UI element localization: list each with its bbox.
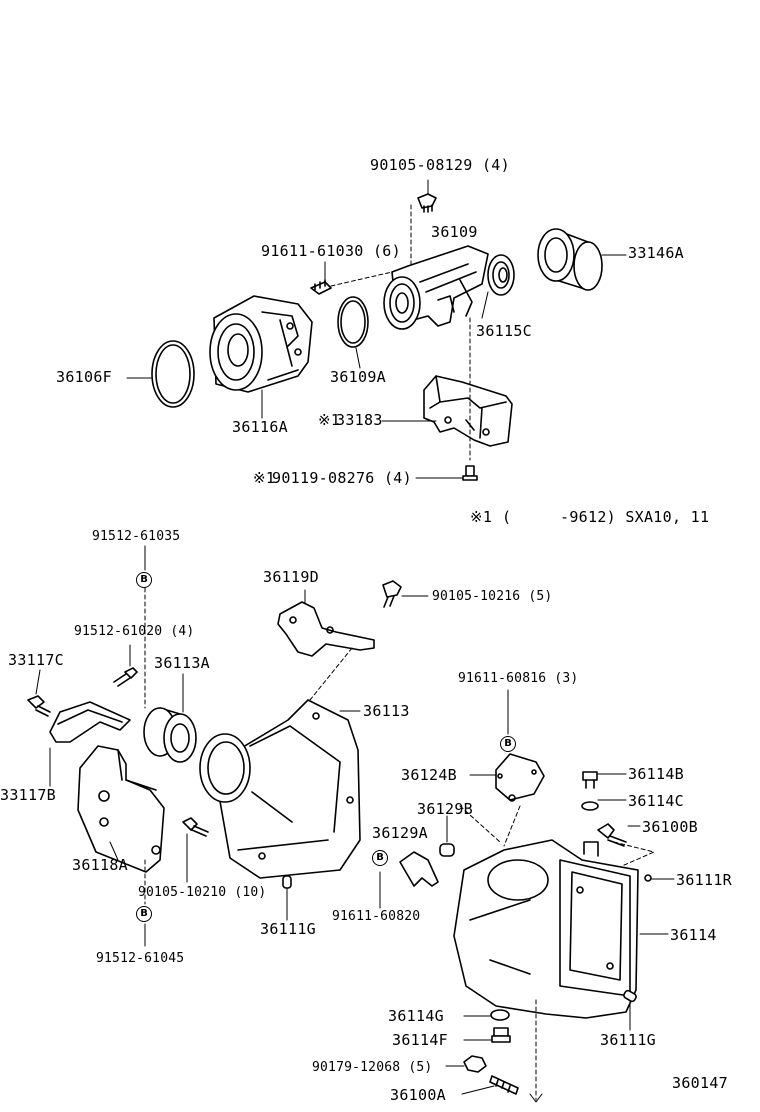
cover-36124b-icon xyxy=(496,754,544,801)
label-bracket-36118a: 36118A xyxy=(72,856,128,874)
label-bolt-91611-60820: 91611-60820 xyxy=(332,909,421,924)
label-bolt-flange: 91611-61030 (6) xyxy=(261,242,401,260)
label-bracket-mark: ※1 xyxy=(318,411,341,429)
label-housing-36109: 36109 xyxy=(431,223,478,241)
case-36114-icon xyxy=(454,840,638,1018)
label-bolt-bracket: 90119-08276 (4) xyxy=(272,469,412,487)
case-36113-icon xyxy=(200,700,360,878)
label-plug-36114b: 36114B xyxy=(628,765,684,783)
badge-b-bottom: B xyxy=(136,906,152,922)
label-bolt-90105-10216: 90105-10216 (5) xyxy=(432,589,553,604)
label-case-36114: 36114 xyxy=(670,926,717,944)
gasket-36129b-icon xyxy=(440,844,454,856)
badge-b-right: B xyxy=(500,736,516,752)
nut-90179-12068-icon xyxy=(464,1056,486,1072)
label-pin-36111g-right: 36111G xyxy=(600,1031,656,1049)
label-oring-36106f: 36106F xyxy=(56,368,112,386)
label-bolt-91512-61020: 91512-61020 (4) xyxy=(74,624,195,639)
label-bolt-90105-10210: 90105-10210 (10) xyxy=(138,885,267,900)
label-bolt-33117c: 33117C xyxy=(8,651,64,669)
drawing-number: 360147 xyxy=(672,1074,728,1092)
label-plug-36114f: 36114F xyxy=(392,1031,448,1049)
label-plate-33117b: 33117B xyxy=(0,786,56,804)
bracket-36119d-icon xyxy=(278,602,374,656)
footnote-mark: ※1 xyxy=(470,508,493,526)
label-bearing-36113a: 36113A xyxy=(154,654,210,672)
label-bolt-bracket-mark: ※1 xyxy=(253,469,276,487)
label-bracket-36119d: 36119D xyxy=(263,568,319,586)
oil-seal-36115c-icon xyxy=(488,255,514,295)
badge-b-clip: B xyxy=(372,850,388,866)
bolt-bracket-icon xyxy=(463,466,477,480)
label-cap-33146a: 33146A xyxy=(628,244,684,262)
bolt-top-icon xyxy=(418,194,436,212)
plug-36114b-icon xyxy=(583,772,597,788)
bearing-36113a-icon xyxy=(144,708,196,762)
plug-36111r-icon xyxy=(645,875,651,881)
stud-36100a-icon xyxy=(490,1076,518,1094)
label-pin-36111g-left: 36111G xyxy=(260,920,316,938)
oring-36109a-icon xyxy=(338,297,368,347)
pin-36111g-left-icon xyxy=(283,876,291,888)
label-plug-36111r: 36111R xyxy=(676,871,732,889)
label-bolt-b-bottom: 91512-61045 xyxy=(96,951,185,966)
oring-36106f-icon xyxy=(152,341,194,407)
badge-b-top: B xyxy=(136,572,152,588)
cap-33146a-icon xyxy=(538,229,602,290)
gasket-36114g-icon xyxy=(491,1010,509,1020)
label-gasket-36114g: 36114G xyxy=(388,1007,444,1025)
label-stud-36100a: 36100A xyxy=(390,1086,446,1104)
label-oil-seal-36115c: 36115C xyxy=(476,322,532,340)
extension-housing-36116a-icon xyxy=(210,296,312,392)
label-bolt-top: 90105-08129 (4) xyxy=(370,156,510,174)
bracket-36118a-icon xyxy=(78,746,164,872)
bolt-90105-10216-icon xyxy=(383,581,401,607)
label-nut-90179-12068: 90179-12068 (5) xyxy=(312,1060,433,1075)
label-bolt-91611-60816: 91611-60816 (3) xyxy=(458,671,579,686)
housing-36109-icon xyxy=(384,246,488,329)
label-bolt-b-top: 91512-61035 xyxy=(92,529,181,544)
label-gasket-36114c: 36114C xyxy=(628,792,684,810)
label-gasket-36129b: 36129B xyxy=(417,800,473,818)
gasket-36114c-icon xyxy=(582,802,598,810)
label-bracket-33183: 33183 xyxy=(336,411,383,429)
clip-36129a-icon xyxy=(400,852,438,886)
plate-33117b-icon xyxy=(50,702,130,742)
bolt-flange-icon xyxy=(311,280,331,294)
label-extension-housing-36116a: 36116A xyxy=(232,418,288,436)
bolt-33117c-icon xyxy=(28,696,50,716)
bolt-91512-61020-icon xyxy=(114,668,137,686)
label-cover-36124b: 36124B xyxy=(401,766,457,784)
label-clip-36129a: 36129A xyxy=(372,824,428,842)
bolt-90105-10210-icon xyxy=(183,818,208,836)
plug-36114f-icon xyxy=(492,1028,510,1042)
label-oring-36109a: 36109A xyxy=(330,368,386,386)
pin-36111g-right-icon xyxy=(623,990,637,1003)
label-case-36113: 36113 xyxy=(363,702,410,720)
bracket-33183-icon xyxy=(424,376,512,446)
label-bolt-36100b: 36100B xyxy=(642,818,698,836)
bolt-36100b-icon xyxy=(598,824,626,846)
footnote-range: -9612) SXA10, 11 xyxy=(560,508,710,526)
footnote-open: ( xyxy=(502,508,512,526)
